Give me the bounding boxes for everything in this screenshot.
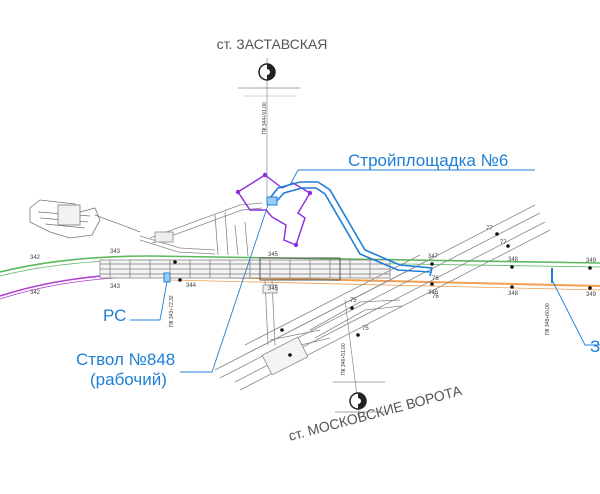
km-mark: 342 — [30, 255, 41, 261]
km-mark: 349 — [586, 292, 597, 298]
km-mark: 348 — [508, 291, 519, 297]
km-mark: 77 — [500, 240, 507, 246]
km-mark: 347 — [428, 254, 439, 260]
rs-label: РС — [103, 306, 126, 325]
km-marks-branch: 77 77 76 76 75 75 — [350, 226, 507, 332]
km-mark: 346 — [428, 290, 439, 296]
km-mark: 343 — [110, 249, 121, 255]
km-mark: 75 — [362, 326, 369, 332]
km-mark: 345 — [268, 252, 279, 258]
km-mark: 76 — [432, 294, 439, 300]
km-marks-green: 342 343 345 347 348 349 — [30, 249, 597, 264]
diagonal-branch — [214, 204, 551, 391]
construction-site-outline — [235, 172, 313, 248]
edge-fragment-label: З — [590, 337, 600, 356]
upper-approach-tunnels — [139, 202, 263, 257]
km-mark: 345 — [268, 286, 279, 292]
pk-344-91-label: ПК 344+91,00 — [262, 102, 268, 134]
station-moskovskie-vorota-label: ст. МОСКОВСКИЕ ВОРОТА — [287, 382, 464, 444]
shaft-848-subtitle: (рабочий) — [90, 370, 167, 389]
zastavskaya-station-icon — [258, 63, 276, 81]
shaft-848-marker — [266, 196, 278, 206]
km-mark: 348 — [508, 257, 519, 263]
left-depot-structure — [29, 199, 141, 239]
km-mark: 75 — [350, 298, 357, 304]
pk-348-60-label: ПК 348+60,00 — [545, 303, 551, 335]
km-mark: 343 — [110, 284, 121, 290]
shaft-column — [262, 279, 278, 346]
pk-343-72-marker — [163, 272, 171, 283]
main-station-tunnels — [99, 257, 391, 281]
survey-points — [173, 232, 592, 357]
km-mark: 344 — [186, 283, 197, 289]
callout-leaders — [130, 169, 600, 373]
moskovskie-vorota-station-icon — [349, 392, 367, 410]
km-mark: 349 — [586, 258, 597, 264]
construction-site-label: Стройплощадка №6 — [348, 151, 508, 170]
pk-343-72-label: ПК 343+72,32 — [169, 295, 175, 327]
km-mark: 76 — [432, 276, 439, 282]
station-zastavskaya-label: ст. ЗАСТАВСКАЯ — [217, 36, 328, 52]
shaft-848-label: Ствол №848 — [76, 350, 175, 369]
pk-346-51-label: ПК 346+51,00 — [341, 343, 347, 375]
km-mark: 342 — [30, 290, 41, 296]
haulage-route — [269, 181, 434, 277]
km-marks-orange: 342 343 344 345 346 348 349 — [30, 283, 597, 298]
km-mark: 77 — [486, 226, 493, 232]
